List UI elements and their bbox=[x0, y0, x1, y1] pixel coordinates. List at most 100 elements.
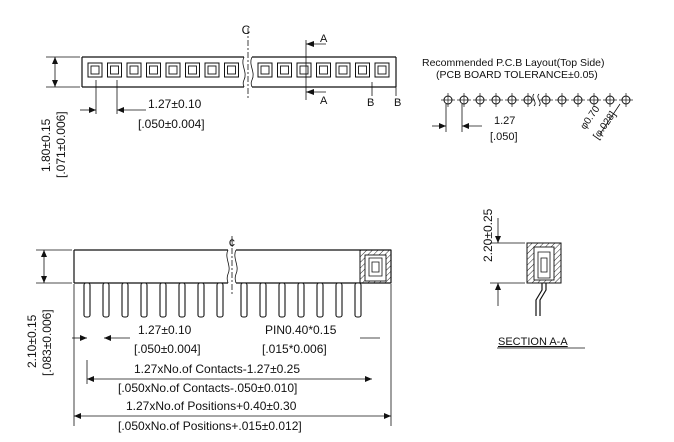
front-pin bbox=[278, 282, 286, 318]
front-pin bbox=[140, 282, 148, 318]
pcb-layout: Recommended P.C.B Layout(Top Side) (PCB … bbox=[422, 57, 633, 143]
contact-cell-inner bbox=[149, 65, 158, 75]
contact-cell-inner bbox=[280, 65, 289, 75]
front-pin bbox=[197, 282, 205, 318]
centerline-mark: C bbox=[242, 23, 251, 37]
front-pin bbox=[240, 282, 248, 318]
contact-cell-inner bbox=[299, 65, 309, 75]
top-pitch-in: [.050±0.004] bbox=[138, 117, 205, 131]
top-pitch-dimension: 1.27±0.10 [.050±0.004] bbox=[80, 80, 205, 131]
contact-cell bbox=[296, 62, 312, 78]
contact-cell bbox=[316, 62, 331, 78]
front-contacts-dimension: 1.27xNo.of Contacts-1.27±0.25 [.050xNo.o… bbox=[86, 360, 372, 395]
top-view: C A A B B 1.80±0.15 [.071±0.006] bbox=[39, 23, 401, 178]
contact-cell-inner bbox=[90, 65, 100, 75]
contact-cell bbox=[277, 62, 292, 78]
front-view-pins bbox=[83, 282, 362, 318]
front-positions-in: [.050xNo.of Positions+.015±0.012] bbox=[118, 419, 302, 433]
contact-cell bbox=[355, 62, 370, 78]
contact-cell-inner bbox=[227, 65, 236, 75]
contact-cell-inner bbox=[110, 65, 119, 75]
contact-cell-inner bbox=[319, 65, 328, 75]
section-height-dimension: 2.20±0.25 bbox=[481, 208, 525, 306]
front-pin bbox=[316, 282, 324, 318]
front-pin bbox=[83, 282, 91, 318]
front-pin bbox=[297, 282, 305, 318]
front-pin bbox=[354, 282, 362, 318]
front-view-body bbox=[73, 249, 392, 284]
front-pin bbox=[259, 282, 267, 318]
pcb-layout-title: Recommended P.C.B Layout(Top Side) bbox=[422, 57, 605, 69]
contact-cell-inner bbox=[338, 65, 348, 75]
front-pin bbox=[178, 282, 186, 318]
contact-cell bbox=[107, 62, 122, 78]
contact-cell bbox=[126, 62, 142, 78]
section-a-label-top: A bbox=[320, 33, 328, 45]
section-a-markers: A A bbox=[305, 33, 328, 107]
contact-cell bbox=[335, 62, 351, 78]
top-height-mm: 1.80±0.15 bbox=[39, 118, 53, 172]
front-pin bbox=[102, 282, 110, 318]
section-view: 2.20±0.25 SECTION A-A bbox=[481, 208, 585, 349]
front-centerline-mark: ¢ bbox=[229, 236, 236, 250]
front-pin bbox=[216, 282, 224, 318]
section-view-title: SECTION A-A bbox=[498, 336, 568, 348]
pcb-hole bbox=[473, 93, 487, 107]
section-view-body bbox=[526, 242, 562, 316]
front-pin bbox=[121, 282, 129, 318]
pcb-hole bbox=[603, 93, 617, 107]
section-a-label-bottom: A bbox=[320, 95, 328, 107]
front-pin-callout: PIN0.40*0.15 [.015*0.006] bbox=[262, 323, 380, 356]
front-pitch-mm: 1.27±0.10 bbox=[138, 323, 192, 337]
front-height-mm: 2.10±0.15 bbox=[25, 314, 39, 368]
contact-cell-inner bbox=[188, 65, 197, 75]
front-pin bbox=[159, 282, 167, 318]
pcb-break bbox=[532, 93, 541, 107]
contact-cell-inner bbox=[358, 65, 367, 75]
top-height-dimension: 1.80±0.15 [.071±0.006] bbox=[39, 56, 80, 178]
section-b-label-1: B bbox=[367, 97, 374, 109]
contact-cell bbox=[165, 62, 181, 78]
pcb-hole bbox=[571, 93, 585, 107]
contact-cell bbox=[87, 62, 103, 78]
pcb-hole bbox=[539, 93, 553, 107]
pcb-hole bbox=[441, 93, 455, 107]
front-height-in: [.083±0.006] bbox=[40, 309, 54, 376]
pcb-pitch-in: [.050] bbox=[490, 131, 518, 143]
pcb-hole bbox=[505, 93, 519, 107]
contact-cell-inner bbox=[377, 65, 387, 75]
top-height-in: [.071±0.006] bbox=[54, 111, 68, 178]
front-height-dimension: 2.10±0.15 [.083±0.006] bbox=[25, 249, 72, 376]
pcb-hole bbox=[555, 93, 569, 107]
contact-cell bbox=[146, 62, 161, 78]
contact-cell bbox=[374, 62, 390, 78]
pcb-hole bbox=[619, 93, 633, 107]
contact-cell bbox=[257, 62, 273, 78]
pcb-layout-tolerance: (PCB BOARD TOLERANCE±0.05) bbox=[436, 69, 598, 81]
top-view-body bbox=[81, 56, 397, 88]
contact-cell bbox=[224, 62, 239, 78]
pcb-pitch-dimension: 1.27 [.050] bbox=[432, 104, 518, 143]
top-view-contacts bbox=[87, 62, 390, 78]
contact-cell bbox=[185, 62, 200, 78]
pcb-hole bbox=[489, 93, 503, 107]
front-pin-mm: PIN0.40*0.15 bbox=[265, 323, 337, 337]
pcb-hole bbox=[521, 93, 535, 107]
section-height-mm: 2.20±0.25 bbox=[481, 208, 495, 262]
contact-cell-inner bbox=[260, 65, 270, 75]
pcb-pitch-mm: 1.27 bbox=[494, 115, 515, 127]
front-pitch-dimension: 1.27±0.10 [.050±0.004] bbox=[72, 323, 201, 356]
pcb-hole bbox=[457, 93, 471, 107]
front-positions-dimension: 1.27xNo.of Positions+0.40±0.30 [.050xNo.… bbox=[73, 284, 392, 433]
contact-cell-inner bbox=[129, 65, 139, 75]
contact-cell-inner bbox=[207, 65, 217, 75]
front-pitch-in: [.050±0.004] bbox=[134, 342, 201, 356]
front-pin-in: [.015*0.006] bbox=[262, 342, 327, 356]
front-contacts-in: [.050xNo.of Contacts-.050±0.010] bbox=[118, 381, 297, 395]
contact-cell-inner bbox=[168, 65, 178, 75]
section-b-label-2: B bbox=[394, 97, 401, 109]
front-pin bbox=[335, 282, 343, 318]
pcb-holes bbox=[441, 93, 633, 107]
top-pitch-mm: 1.27±0.10 bbox=[148, 97, 202, 111]
